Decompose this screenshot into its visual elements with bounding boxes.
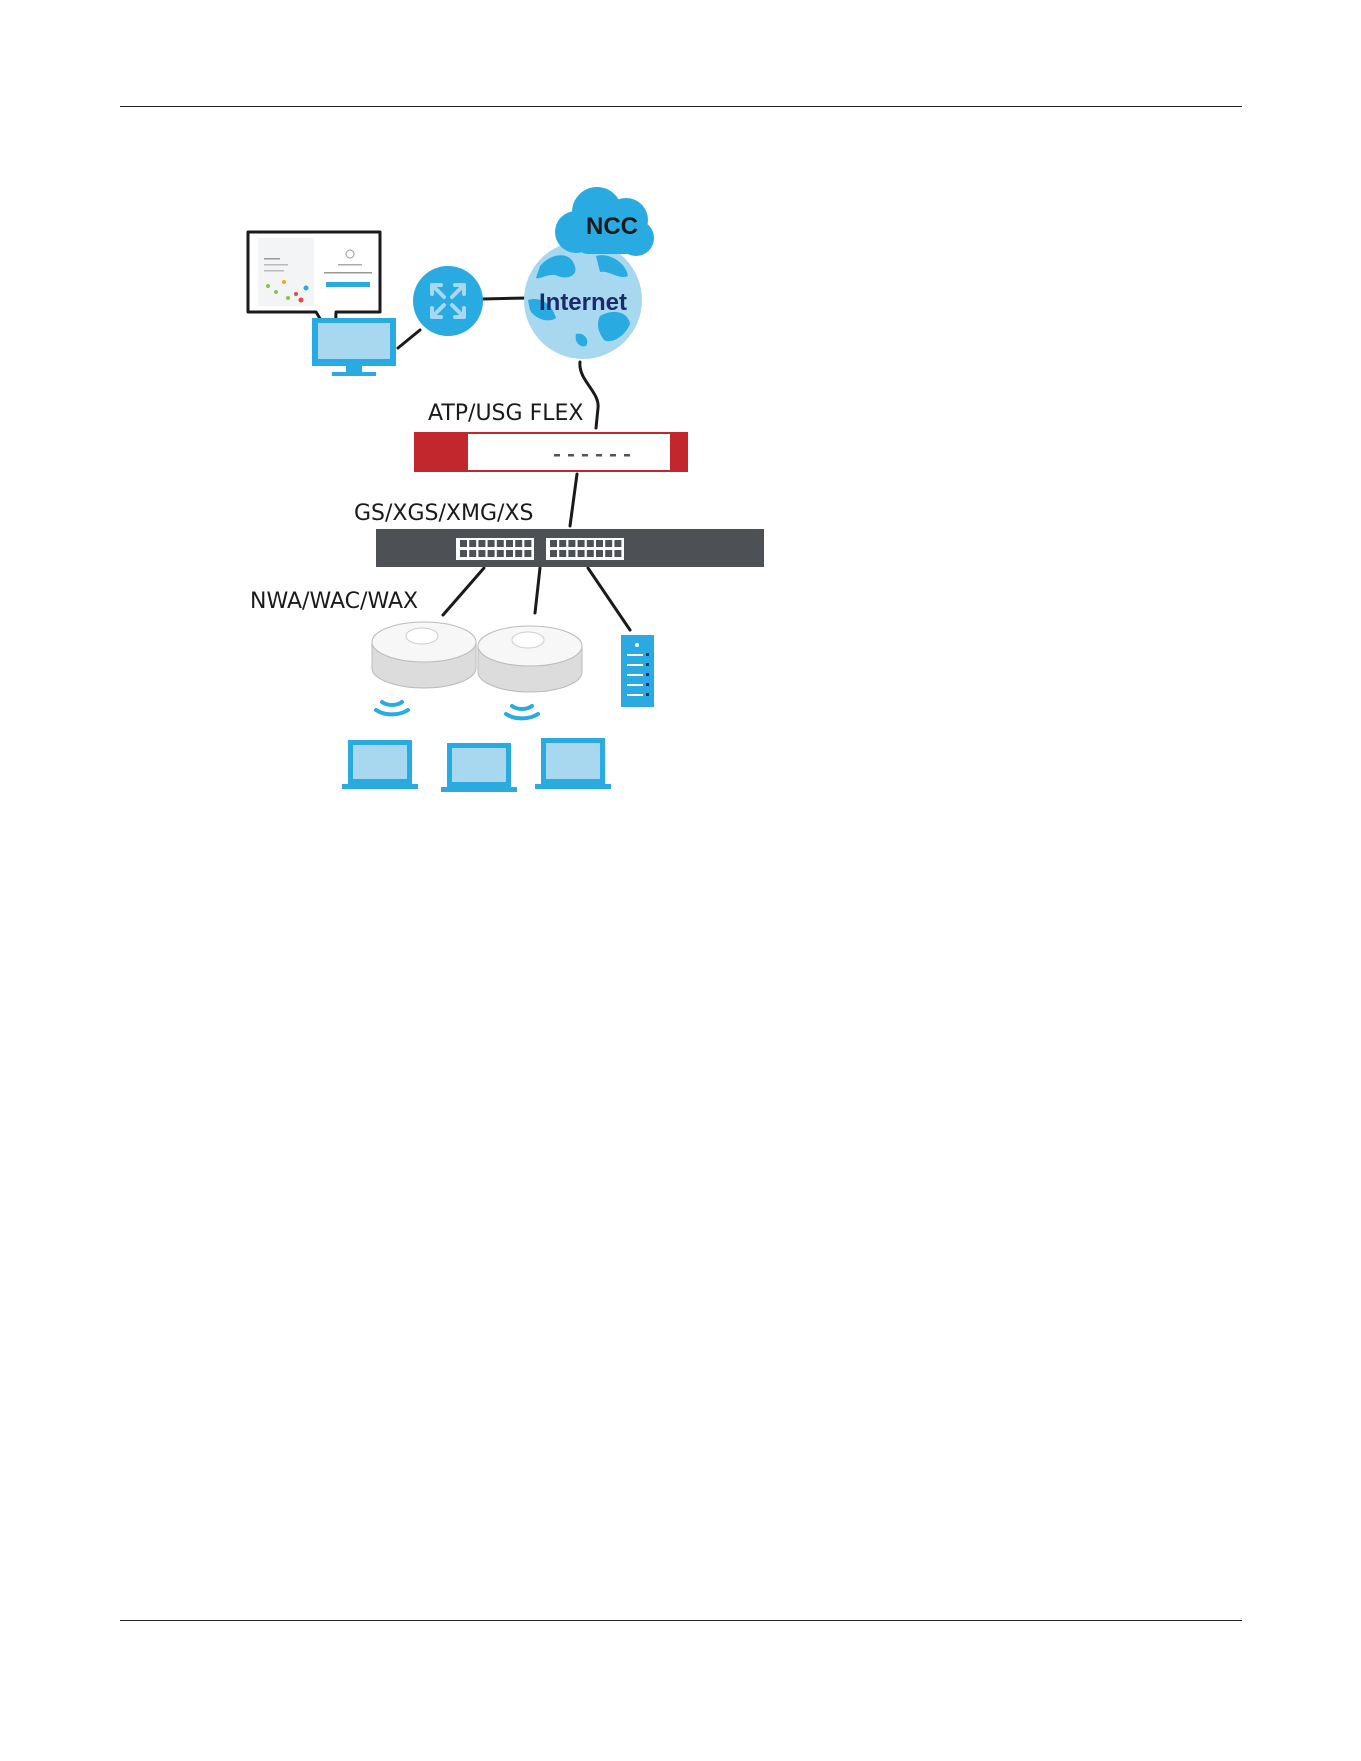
switch-port (497, 550, 504, 557)
switch-port (469, 540, 476, 547)
switch-port (515, 540, 522, 547)
switch-port (506, 540, 513, 547)
switch-port (605, 540, 612, 547)
switch-port (488, 540, 495, 547)
switch-port (478, 540, 485, 547)
switch-port (605, 550, 612, 557)
switch-port (460, 540, 467, 547)
switch-port (506, 550, 513, 557)
switch-port (578, 550, 585, 557)
link-switch-ap2 (535, 568, 540, 613)
switch-port (559, 550, 566, 557)
switch-port (596, 540, 603, 547)
switch-port (524, 540, 531, 547)
router-icon (413, 266, 483, 336)
link-switch-ap1 (443, 568, 484, 615)
switch-port (596, 550, 603, 557)
switch-port (497, 540, 504, 547)
monitor-icon (312, 318, 396, 376)
switch-port (460, 550, 467, 557)
switch-port (568, 550, 575, 557)
switch-port (568, 540, 575, 547)
switch-port (469, 550, 476, 557)
link-gateway-switch (570, 474, 577, 526)
firewall-device (414, 432, 688, 472)
link-monitor-router (398, 330, 420, 348)
ncc-label: NCC (586, 213, 638, 240)
switch-port (559, 540, 566, 547)
switch-port (515, 550, 522, 557)
internet-label: Internet (539, 289, 627, 316)
switch-port (578, 540, 585, 547)
switch-port (524, 550, 531, 557)
switch-port (550, 540, 557, 547)
access-point-2 (478, 626, 582, 692)
link-router-internet (482, 298, 528, 299)
laptop-icon (535, 738, 611, 789)
access-points-label: NWA/WAC/WAX (250, 589, 418, 614)
access-point-1 (372, 622, 476, 688)
switch-port (488, 550, 495, 557)
wifi-signal-icon (506, 706, 538, 718)
server-icon (621, 635, 654, 707)
switch-port (587, 550, 594, 557)
switch-port (478, 550, 485, 557)
link-switch-server (588, 568, 630, 630)
switch-label: GS/XGS/XMG/XS (354, 501, 533, 526)
switch-port (614, 540, 621, 547)
switch-device (376, 529, 764, 567)
laptop-icon (441, 743, 517, 792)
gateway-label: ATP/USG FLEX (428, 401, 583, 426)
switch-port (550, 550, 557, 557)
wifi-signal-icon (376, 702, 408, 714)
switch-port (587, 540, 594, 547)
laptop-icon (342, 740, 418, 789)
switch-port (614, 550, 621, 557)
